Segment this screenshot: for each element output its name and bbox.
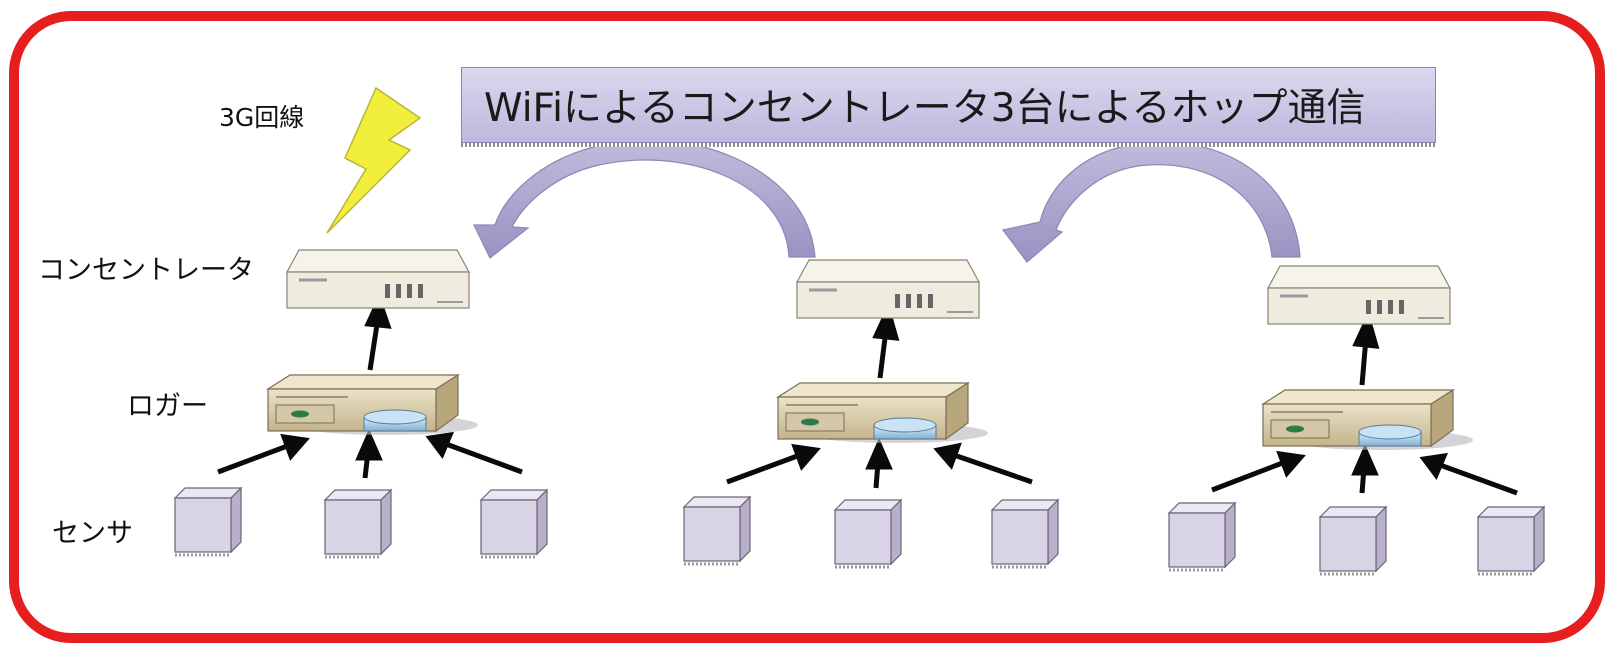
concentrator-icon <box>1266 264 1452 326</box>
title-banner: WiFiによるコンセントレータ3台によるホップ通信 <box>461 67 1436 143</box>
sensor-icon <box>479 488 549 559</box>
logger-icon <box>267 374 479 436</box>
label-concentrator: コンセントレータ <box>38 255 254 286</box>
sensor-icon <box>323 488 393 559</box>
concentrator-icon <box>795 258 981 320</box>
diagram-frame <box>9 11 1605 643</box>
hop-arrow-1-icon <box>473 139 816 259</box>
lightning-icon <box>326 86 422 234</box>
logger-icon <box>777 382 989 444</box>
sensor-icon <box>990 498 1060 569</box>
link-arrows <box>217 293 1518 496</box>
label-logger: ロガー <box>127 391 208 422</box>
sensor-icon <box>833 498 903 569</box>
sensor-icon <box>682 495 752 566</box>
sensor-icon <box>1167 501 1237 572</box>
sensor-icon <box>173 486 243 557</box>
logger-icon <box>1262 389 1474 451</box>
banner-title: WiFiによるコンセントレータ3台によるホップ通信 <box>484 86 1366 131</box>
label-sensor: センサ <box>52 518 133 549</box>
sensor-icon <box>1476 505 1546 576</box>
concentrator-icon <box>285 248 471 310</box>
banner-shadow <box>461 143 1436 147</box>
sensor-icon <box>1318 505 1388 576</box>
label-3g-link: 3G回線 <box>219 103 305 132</box>
hop-arrow-2-icon <box>1001 141 1301 263</box>
